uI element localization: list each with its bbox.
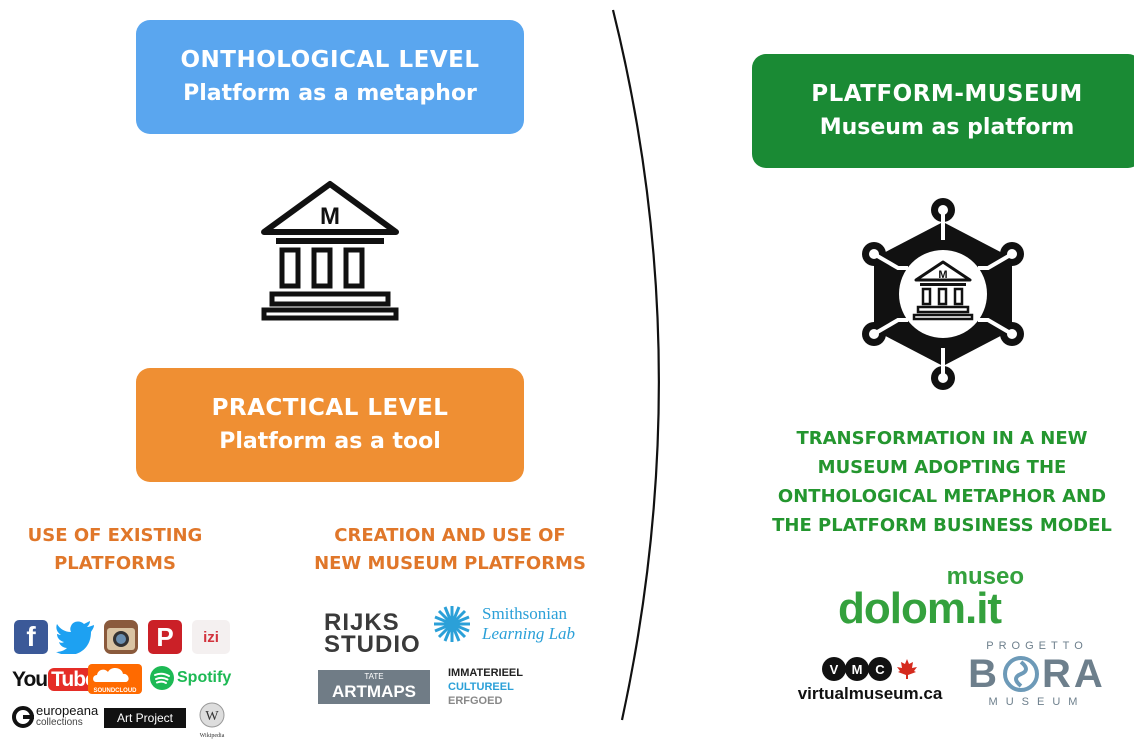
bora-swirl-icon [1003,656,1040,692]
museum-icon: M [261,181,399,321]
izi-logo: izi [192,620,230,654]
new-platforms-heading: CREATION AND USE OF NEW MUSEUM PLATFORMS [314,525,586,574]
ontological-level-title: ONTHOLOGICAL LEVEL [180,47,480,73]
svg-text:C: C [875,662,885,677]
platform-museum-title: PLATFORM-MUSEUM [811,81,1083,107]
instagram-logo [104,620,138,654]
progetto-bora-logo: PROGETTO B RA MUSEUM [968,640,1106,708]
practical-level-box: PRACTICAL LEVEL Platform as a tool [136,368,524,482]
twitter-logo [56,621,94,654]
platform-museum-box: PLATFORM-MUSEUM Museum as platform [752,54,1134,168]
wikipedia-logo: W Wikipedia [192,702,232,739]
soundcloud-logo: SOUNDCLOUD [88,664,142,694]
network-museum-icon: M [862,198,1024,390]
practical-level-subtitle: Platform as a tool [219,429,441,454]
svg-text:W: W [205,709,219,724]
smithsonian-logo: Smithsonian Learning Lab [432,604,575,644]
svg-text:V: V [830,662,839,677]
network-icon-letter: M [938,269,947,281]
museum-icon-letter: M [320,203,340,230]
spotify-logo: Spotify [150,666,231,690]
art-project-logo: Art Project [104,708,186,728]
facebook-logo: f [14,620,48,654]
rijks-studio-logo: RIJKS STUDIO [324,609,421,658]
ontological-level-subtitle: Platform as a metaphor [183,81,477,106]
immaterieel-erfgoed-logo: IMMATERIEEL CULTUREEL ERFGOED [448,667,523,707]
museo-dolomit-logo: museo dolom.it [838,563,1024,633]
existing-platforms-heading: USE OF EXISTING PLATFORMS [27,525,203,574]
tate-artmaps-logo: TATE ARTMAPS [318,670,430,704]
practical-level-title: PRACTICAL LEVEL [211,395,449,421]
europeana-logo: europeana collections [12,704,98,730]
transformation-text: TRANSFORMATION IN A NEW MUSEUM ADOPTING … [772,428,1112,536]
ontological-level-box: ONTHOLOGICAL LEVEL Platform as a metapho… [136,20,524,134]
platform-museum-subtitle: Museum as platform [819,115,1075,140]
svg-text:M: M [852,662,863,677]
virtualmuseum-logo: V M C virtualmuseum.ca [790,656,950,704]
pinterest-logo: P [148,620,182,654]
maple-leaf-icon [897,659,917,679]
